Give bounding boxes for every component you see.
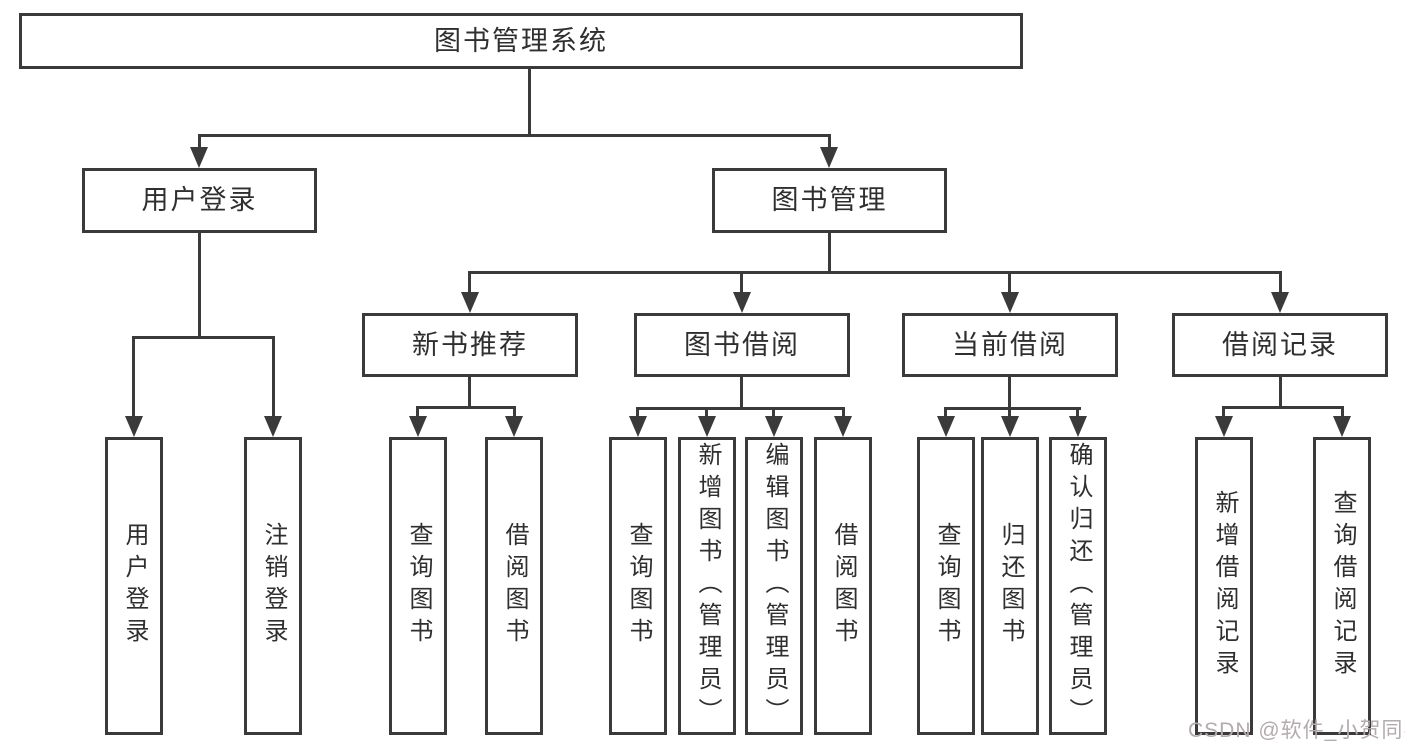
node-label: 图书借阅 [684,329,800,360]
connector-line [828,233,831,271]
arrow-down-icon [1001,416,1019,437]
arrow-down-icon [820,147,838,168]
leaf-logout: 注销登录 [244,437,302,735]
node-label: 确认归还（管理员） [1065,442,1092,730]
connector-line [1279,271,1282,295]
leaf-user-login: 用户登录 [105,437,163,735]
connector-line [944,407,947,418]
arrow-down-icon [1001,292,1019,313]
leaf-newbook-borrow: 借阅图书 [485,437,543,735]
arrow-down-icon [505,416,523,437]
arrow-down-icon [834,416,852,437]
arrow-down-icon [461,292,479,313]
leaf-borrow-add-admin: 新增图书（管理员） [678,437,736,735]
arrow-down-icon [1271,292,1289,313]
connector-line [772,407,775,418]
arrow-down-icon [698,416,716,437]
arrow-down-icon [629,416,647,437]
connector-line [513,406,516,418]
leaf-record-add: 新增借阅记录 [1195,437,1253,735]
connector-line [705,407,708,418]
node-current-borrow: 当前借阅 [902,313,1118,377]
arrow-down-icon [733,292,751,313]
connector-line [416,406,516,409]
leaf-borrow-borrow: 借阅图书 [814,437,872,735]
connector-line [272,336,275,418]
node-label: 查询图书 [625,522,652,650]
arrow-down-icon [765,416,783,437]
arrow-down-icon [1333,416,1351,437]
leaf-current-confirm-admin: 确认归还（管理员） [1049,437,1107,735]
connector-line [636,407,845,410]
connector-line [468,271,1282,274]
node-label: 新增图书（管理员） [694,442,721,730]
node-label: 归还图书 [997,522,1024,650]
connector-line [1222,406,1344,409]
connector-line [1076,407,1079,418]
leaf-borrow-edit-admin: 编辑图书（管理员） [745,437,803,735]
node-label: 查询图书 [933,522,960,650]
node-new-book-recommend: 新书推荐 [362,313,578,377]
node-label: 查询图书 [405,522,432,650]
connector-line [944,407,1081,410]
node-label: 当前借阅 [952,329,1068,360]
connector-line [132,336,275,339]
node-label: 用户登录 [141,185,258,215]
connector-line [1279,377,1282,406]
arrow-down-icon [1069,416,1087,437]
connector-line [416,406,419,418]
connector-line [198,134,201,150]
arrow-down-icon [409,416,427,437]
arrow-down-icon [264,416,282,437]
connector-line [740,271,743,295]
leaf-record-query: 查询借阅记录 [1313,437,1371,735]
arrow-down-icon [190,147,208,168]
arrow-down-icon [1215,416,1233,437]
connector-line [198,233,201,336]
connector-line [740,377,743,407]
connector-line [1008,377,1011,407]
connector-line [828,134,831,150]
node-root-library-system: 图书管理系统 [19,13,1023,69]
node-label: 新书推荐 [412,329,528,360]
connector-line [636,407,639,418]
node-book-management: 图书管理 [712,168,947,233]
connector-line [1341,406,1344,418]
connector-line [198,134,831,137]
node-label: 图书管理 [771,185,888,215]
connector-line [1222,406,1225,418]
arrow-down-icon [125,416,143,437]
connector-line [1008,407,1011,418]
arrow-down-icon [937,416,955,437]
connector-line [468,271,471,295]
node-label: 新增借阅记录 [1211,490,1238,682]
connector-line [1008,271,1011,295]
leaf-borrow-query: 查询图书 [609,437,667,735]
leaf-current-query: 查询图书 [917,437,975,735]
node-label: 用户登录 [121,522,148,650]
node-label: 注销登录 [260,522,287,650]
leaf-newbook-query: 查询图书 [389,437,447,735]
node-label: 编辑图书（管理员） [761,442,788,730]
node-label: 查询借阅记录 [1329,490,1356,682]
node-label: 图书管理系统 [434,25,608,56]
watermark: CSDN @软件_小贺同学 [1188,719,1405,742]
node-book-borrow: 图书借阅 [634,313,850,377]
connector-line [842,407,845,418]
node-borrow-record: 借阅记录 [1172,313,1388,377]
node-label: 借阅记录 [1222,329,1338,360]
connector-line [528,69,531,134]
connector-line [132,336,135,418]
node-user-login: 用户登录 [82,168,317,233]
leaf-current-return: 归还图书 [981,437,1039,735]
node-label: 借阅图书 [501,522,528,650]
connector-line [468,377,471,406]
node-label: 借阅图书 [830,522,857,650]
